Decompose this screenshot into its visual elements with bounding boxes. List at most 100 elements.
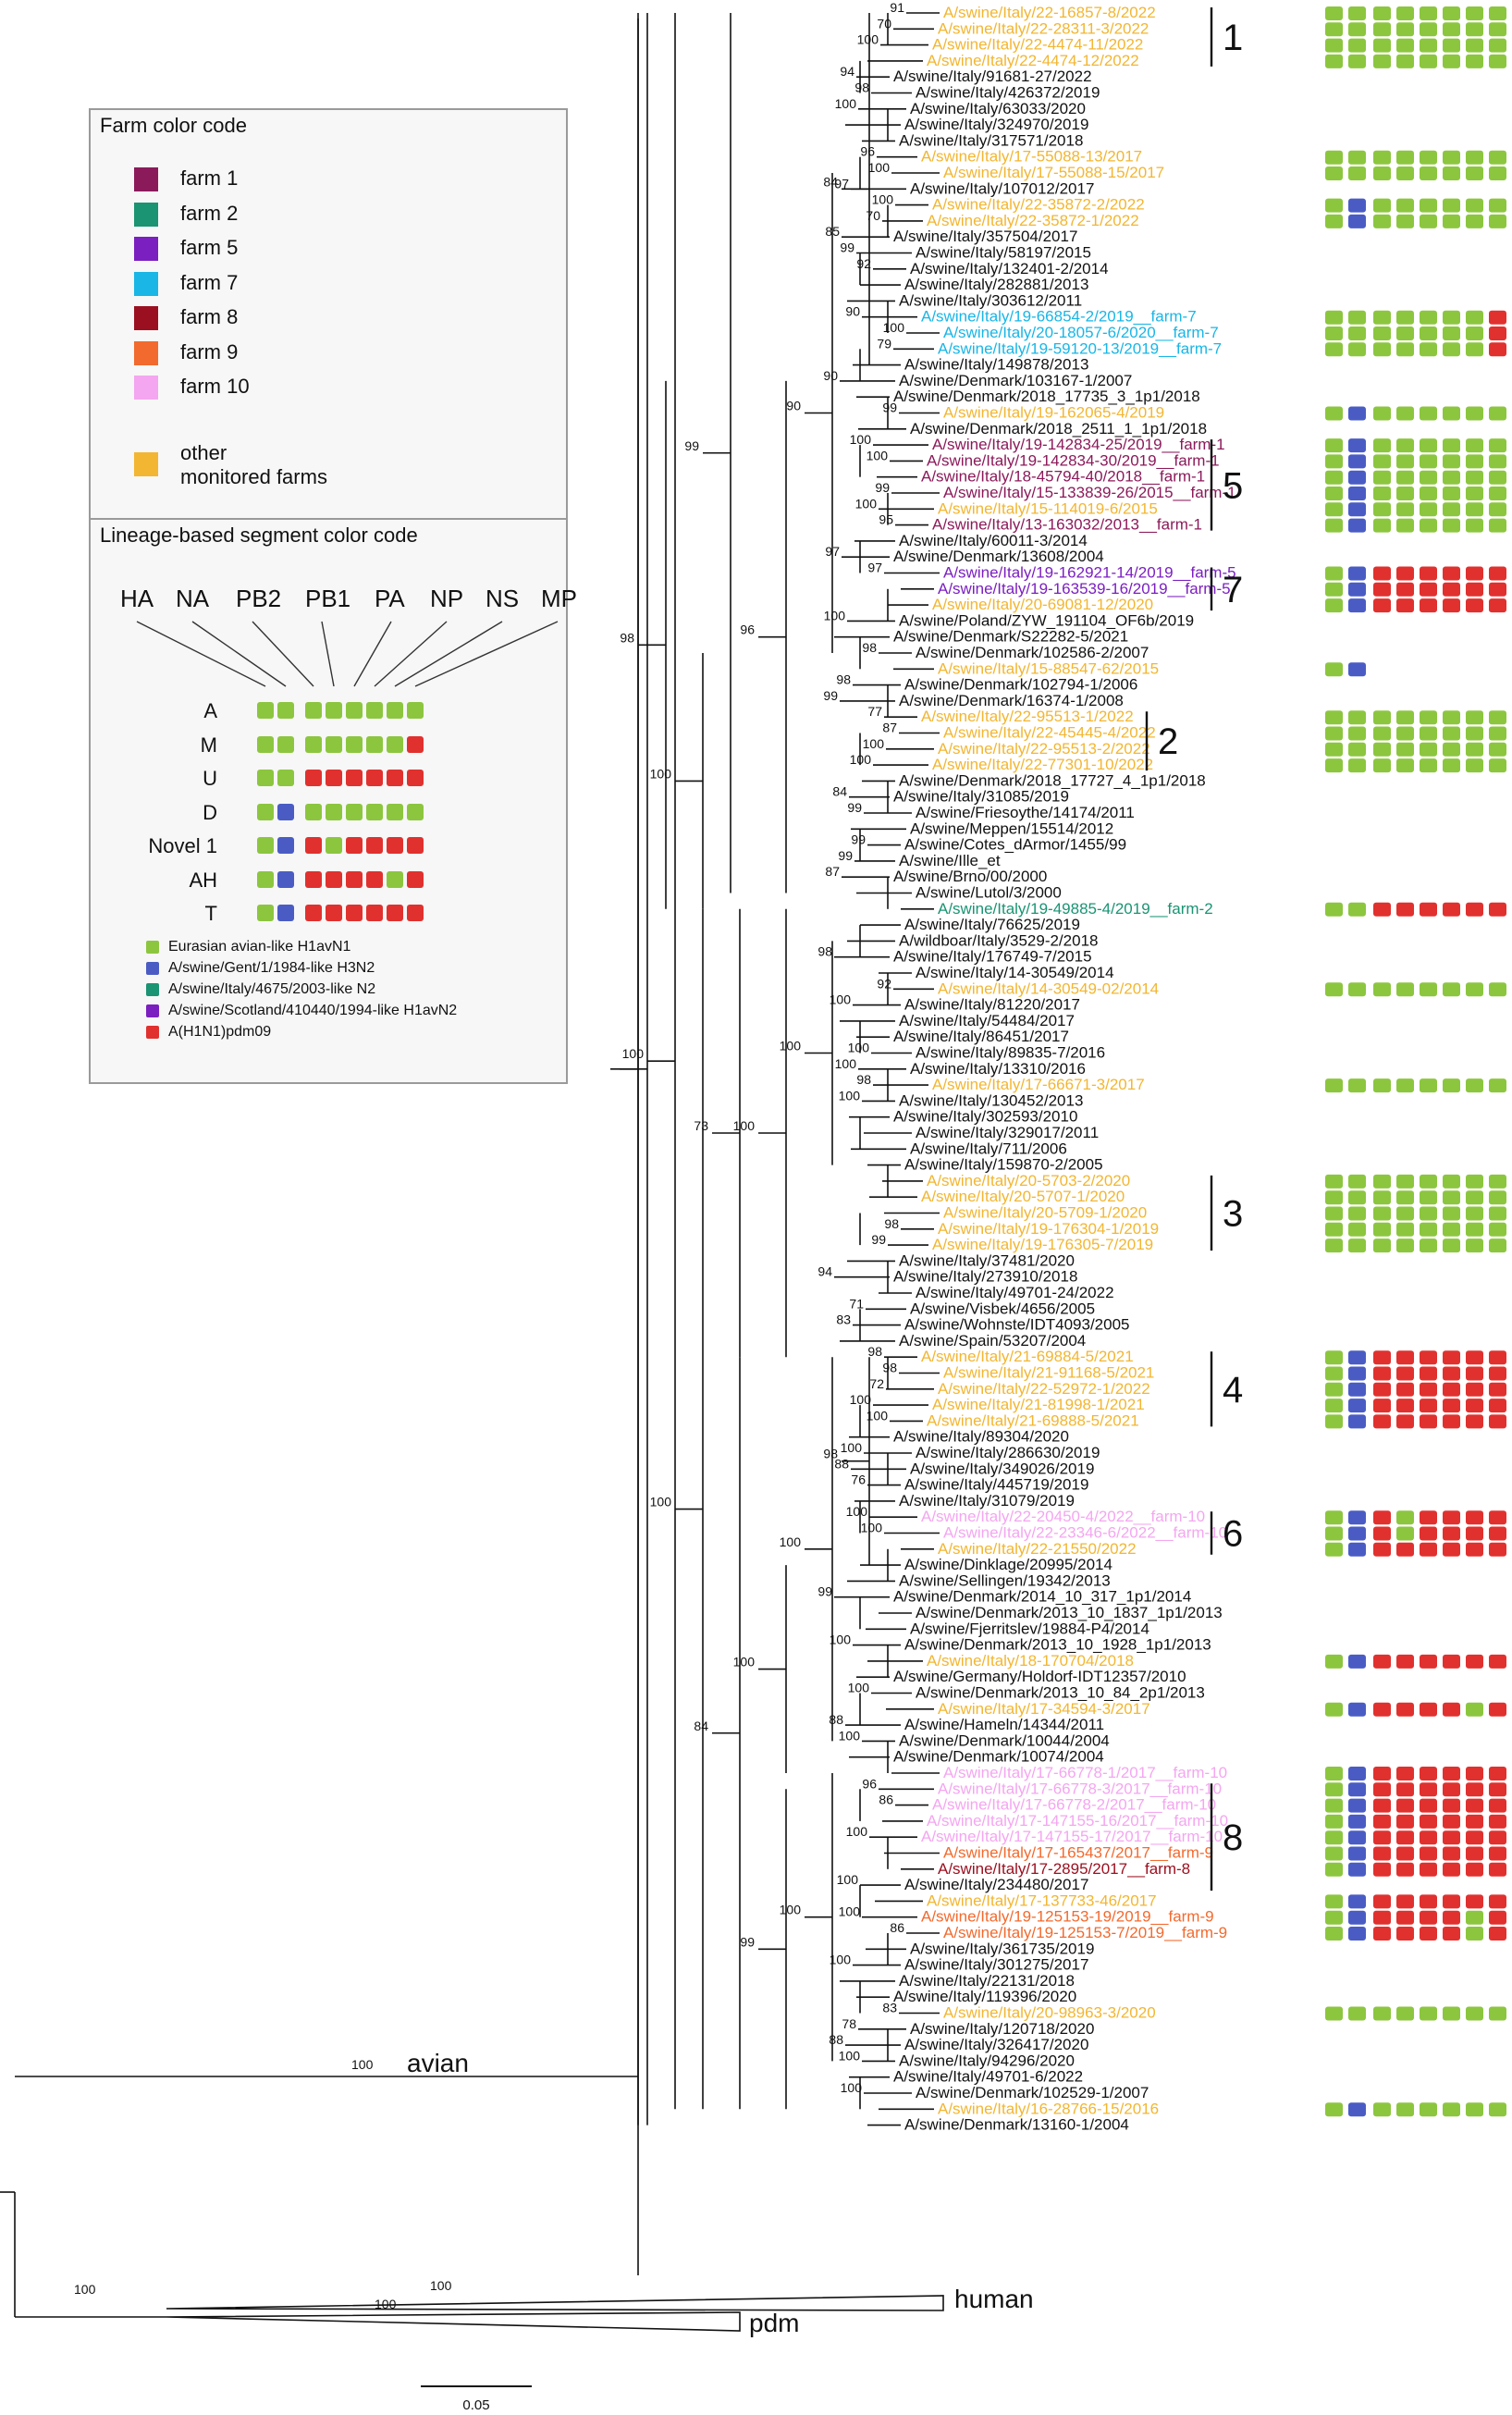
leaf-label: A/swine/Italy/317571/2018 [899,131,1083,149]
farm-swatch [134,306,158,331]
genotype-segment-square [1348,1382,1366,1397]
genotype-segment-square [1443,438,1460,453]
bootstrap-label: 92 [877,976,891,991]
genotype-segment-square [387,770,403,786]
genotype-segment-square [1396,1830,1414,1845]
genotype-segment-square [1373,327,1391,340]
genotype-segment-square [1325,566,1343,581]
node-bootstrap-label: 100 [650,1495,672,1509]
genotype-segment-square [1443,310,1460,325]
genotype-segment-square [1420,438,1437,453]
leaf-label: A/swine/Italy/89304/2020 [893,1428,1069,1446]
genotype-segment-square [346,702,363,719]
bootstrap-label: 100 [839,1904,861,1919]
genotype-segment-square [1348,1702,1366,1717]
bootstrap-label: 94 [840,64,854,79]
genotype-segment-square [1396,1654,1414,1669]
leaf-label: A/swine/Italy/17-66778-2/2017__farm-10 [932,1796,1216,1814]
genotype-segment-square [1420,982,1437,997]
lineage-label: A/swine/Gent/1/1984-like H3N2 [168,960,375,976]
genotype-segment-square [1325,1894,1343,1909]
genotype-segment-square [1396,1862,1414,1877]
leaf-label: A/swine/Italy/21-81998-1/2021 [932,1396,1145,1413]
leaf-label: A/swine/Italy/17-66671-3/2017 [932,1076,1145,1093]
genotype-segment-square [1348,1398,1366,1413]
genotype-segment-square [1443,1398,1460,1413]
farm-swatch [134,376,158,400]
leaf-label: A/swine/Denmark/16374-1/2008 [899,692,1124,709]
leaf-label: A/swine/Italy/17-137733-46/2017 [927,1891,1157,1909]
segment-header: HA [120,585,154,612]
farm-legend-item: farm 9 [134,340,238,365]
genotype-segment-square [1420,1078,1437,1093]
genotype-segment-square [326,735,342,753]
leaf-label: A/swine/Italy/14-30549-02/2014 [938,980,1159,997]
genotype-segment-square [1466,582,1483,597]
genotype-segment-square [1489,1654,1506,1669]
node-bootstrap-label: 90 [786,399,801,413]
node-bootstrap-label: 96 [740,622,755,637]
farm-legend-item: farm 8 [134,305,238,331]
leaf-label: A/swine/Denmark/102794-1/2006 [904,676,1137,694]
genotype-segment-square [1466,38,1483,53]
genotype-segment-square [1373,1830,1391,1845]
genotype-segment-square [1373,1190,1391,1205]
leaf-label: A/swine/Italy/22-28311-3/2022 [938,19,1149,37]
node-bootstrap-label: 98 [823,1447,838,1461]
leaf-label: A/swine/Denmark/102586-2/2007 [916,644,1149,661]
genotype-segment-square [305,770,322,786]
node-bootstrap-label: 100 [650,766,672,781]
genotype-segment-square [1443,598,1460,613]
bootstrap-label: 98 [882,1361,897,1375]
bootstrap-label: 98 [856,1072,871,1087]
leaf-label: A/swine/Italy/426372/2019 [916,84,1100,102]
genotype-segment-square [1420,1350,1437,1365]
genotype-label: A [203,699,217,722]
bootstrap-label: 72 [869,1376,884,1391]
leaf-label: A/swine/Italy/19-176305-7/2019 [932,1236,1153,1253]
genotype-segment-square [1420,2006,1437,2021]
genotype-segment-square [1443,2006,1460,2021]
leaf-label: A/swine/Italy/20-98963-3/2020 [943,2004,1156,2022]
leaf-label: A/swine/Italy/49701-6/2022 [893,2068,1083,2086]
genotype-segment-square [1348,214,1366,228]
genotype-segment-square [1325,22,1343,37]
bootstrap-label: 91 [890,0,904,15]
genotype-segment-square [1325,454,1343,469]
genotype-segment-square [1443,1382,1460,1397]
segment-connector [394,621,503,687]
genotype-segment-square [1489,1382,1506,1397]
genotype-segment-square [1373,1366,1391,1381]
genotype-segment-square [1348,6,1366,20]
genotype-segment-square [1348,982,1366,997]
genotype-segment-square [1373,1782,1391,1797]
cluster-label: 6 [1223,1514,1243,1555]
genotype-segment-square [1396,327,1414,340]
bootstrap-label: 98 [884,1216,899,1231]
leaf-label: A/swine/Italy/445719/2019 [904,1476,1088,1494]
genotype-label: AH [189,868,217,892]
genotype-segment-square [1348,1782,1366,1797]
leaf-label: A/swine/Italy/234480/2017 [904,1876,1088,1893]
genotype-segment-square [1466,1382,1483,1397]
genotype-segment-square [1348,1542,1366,1557]
genotype-segment-square [1489,1782,1506,1797]
bootstrap-label: 99 [817,1584,832,1599]
genotype-segment-square [1325,6,1343,20]
bootstrap-label: 83 [882,2001,897,2015]
bootstrap-label: 97 [867,561,882,575]
genotype-segment-square [1466,1910,1483,1925]
segment-header: NS [486,585,520,612]
genotype-segment-square [1489,1862,1506,1877]
genotype-segment-square [1348,518,1366,533]
genotype-segment-square [305,803,322,820]
genotype-segment-square [1325,487,1343,500]
genotype-segment-square [1348,1078,1366,1093]
genotype-segment-square [1489,1894,1506,1909]
segment-connector [321,621,335,687]
bootstrap-label: 100 [830,1953,852,1967]
genotype-label: T [204,902,217,925]
genotype-segment-square [1489,1702,1506,1717]
genotype-segment-square [1420,1526,1437,1541]
